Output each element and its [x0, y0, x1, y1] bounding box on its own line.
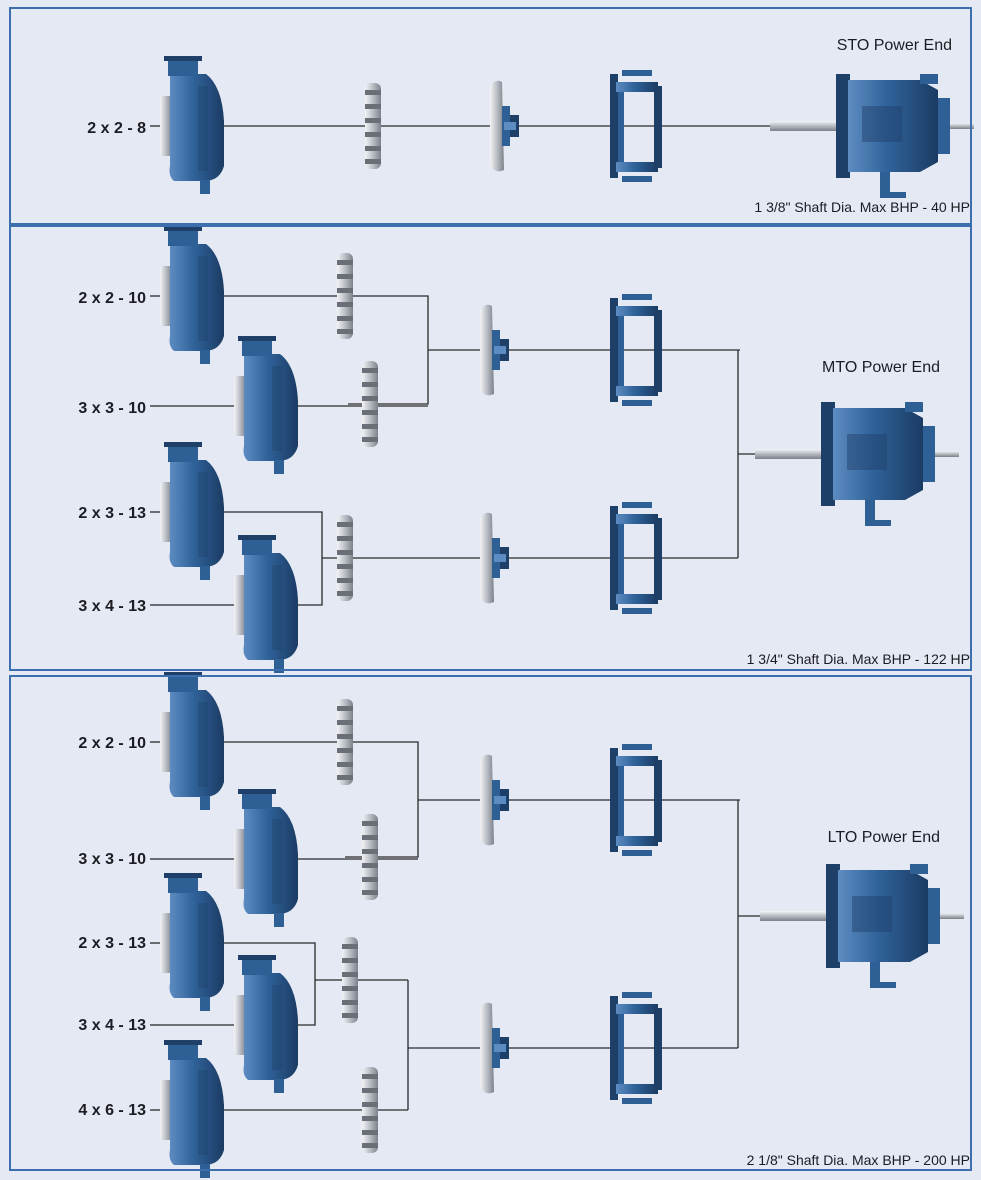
power-end-image	[760, 864, 964, 988]
pump-label: 4 x 6 - 13	[78, 1102, 146, 1119]
pump-label: 3 x 4 - 13	[78, 1017, 146, 1034]
pump-casing-image	[160, 1040, 224, 1178]
panel-lto: LTO Power End 2 1/8" Shaft Dia. Max BHP …	[78, 735, 970, 1168]
impeller-image	[362, 361, 378, 447]
pump-casing-image	[234, 955, 298, 1093]
pump-casing-image	[234, 789, 298, 927]
panel-lto-footer: 2 1/8" Shaft Dia. Max BHP - 200 HP	[747, 1152, 970, 1168]
pump-label: 3 x 3 - 10	[78, 400, 146, 417]
power-end-image	[770, 74, 974, 198]
back-cover-image	[480, 1002, 509, 1094]
impeller-image	[337, 515, 353, 601]
impeller-image	[362, 1067, 378, 1153]
impeller-image	[365, 83, 381, 169]
panel-lto-title: LTO Power End	[828, 829, 940, 846]
pump-label: 2 x 2 - 10	[78, 290, 146, 307]
panel-border	[9, 675, 972, 1171]
impeller-image	[337, 699, 353, 785]
pump-label: 2 x 2 - 8	[87, 120, 146, 137]
pump-casing-image	[234, 535, 298, 673]
pump-label: 2 x 3 - 13	[78, 935, 146, 952]
panel-mto-footer: 1 3/4" Shaft Dia. Max BHP - 122 HP	[747, 651, 970, 667]
impeller-image	[362, 814, 378, 900]
impeller-image	[337, 253, 353, 339]
pump-label: 3 x 4 - 13	[78, 598, 146, 615]
panel-sto: STO Power End 1 3/8" Shaft Dia. Max BHP …	[87, 37, 970, 215]
pump-label: 3 x 3 - 10	[78, 851, 146, 868]
panel-border	[9, 7, 972, 225]
panel-mto: MTO Power End 1 3/4" Shaft Dia. Max BHP …	[78, 290, 970, 667]
pump-label: 2 x 2 - 10	[78, 735, 146, 752]
back-cover-image	[480, 754, 509, 846]
pump-casing-image	[160, 672, 224, 810]
back-cover-image	[490, 80, 519, 172]
power-end-image	[755, 402, 959, 526]
pump-casing-image	[160, 226, 224, 364]
panel-border	[9, 225, 972, 671]
pump-casing-image	[160, 56, 224, 194]
panel-mto-title: MTO Power End	[822, 359, 940, 376]
back-cover-image	[480, 304, 509, 396]
panel-borders	[9, 7, 972, 1171]
panel-sto-title: STO Power End	[837, 37, 952, 54]
pump-casing-image	[160, 873, 224, 1011]
back-cover-image	[480, 512, 509, 604]
pump-casing-image	[160, 442, 224, 580]
pump-casing-image	[234, 336, 298, 474]
pump-label: 2 x 3 - 13	[78, 505, 146, 522]
panel-sto-footer: 1 3/8" Shaft Dia. Max BHP - 40 HP	[754, 199, 970, 215]
impeller-image	[342, 937, 358, 1023]
